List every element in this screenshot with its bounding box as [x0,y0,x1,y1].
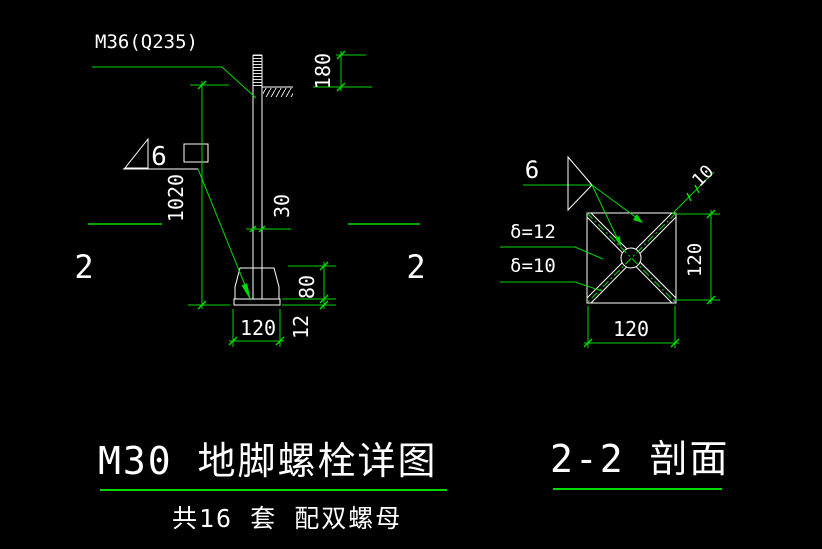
weld-size-label-right: 6 [525,156,539,184]
delta12-leader [500,246,604,260]
titles: M30 地脚螺栓详图 共16 套 配双螺母 2-2 剖面 [98,437,730,533]
dim-30: 30 [246,194,294,233]
dim-120-left: 120 [228,309,285,347]
dim-section-width-value: 120 [613,317,649,341]
delta10-leader [500,281,603,292]
weld-arrow-icon-2 [633,214,643,223]
weld-size-label: 6 [151,142,167,172]
anchor-block [234,267,280,300]
section-plate-outline [586,212,677,304]
dim-10-diagonal: 10 [671,161,718,215]
bolt-shaft [252,54,263,299]
dim-1020: 1020 [164,80,230,310]
left-detail-title: M30 地脚螺栓详图 [98,439,438,483]
bolt-label-group: M36(Q235) [92,31,257,99]
bolt-label: M36(Q235) [95,31,198,53]
weld-symbol-right: 6 [523,155,643,247]
weld-leader-arrows [591,184,643,247]
section-title: 2-2 剖面 [550,437,730,481]
weld-flag-icon [567,155,593,212]
dim-projection-value: 180 [311,53,335,89]
anchor-base [233,267,281,306]
weld-arrow-icon-1 [615,236,621,247]
dim-diameter-value: 30 [270,194,294,218]
section-marker-right: 2 [406,248,425,286]
dim-80: 80 [282,261,336,304]
anchor-plate [233,298,281,306]
dim-120-right: 120 [673,209,720,305]
section-marker-left: 2 [74,248,93,286]
weld-symbol-left: 6 [123,137,251,301]
bolt-label-leader [92,66,257,99]
plate-thickness-label: δ=12 [510,221,556,243]
ground-hatch [263,88,293,97]
dim-embed-value: 1020 [164,174,188,222]
dim-rib-width-value: 10 [688,161,718,191]
section-2-2-view: 6 δ=12 δ=10 10 [500,155,720,348]
weld-leader [197,168,250,296]
rib-thickness-label: δ=10 [510,255,556,277]
dim-plate-width-value: 120 [240,316,276,340]
dim-section-height-value: 120 [684,243,706,277]
section-cut-right: 2 [348,223,426,286]
rib-thickness-callout: δ=10 [500,255,603,292]
weld-leader-arrow-icon [241,283,251,301]
left-detail-subtitle: 共16 套 配双螺母 [172,504,402,533]
dim-120-bottom: 120 [583,306,680,348]
dim-block-height-value: 80 [295,275,319,299]
weld-box [183,143,209,163]
ground-line [262,86,293,97]
dim-12: 12 [282,299,336,339]
dim-180: 180 [311,50,372,92]
plate-thickness-callout: δ=12 [500,221,604,260]
thread-hatch [253,55,262,87]
weld-triangle-icon [123,137,149,169]
section-cut-left: 2 [74,223,162,286]
dim-plate-thickness-value: 12 [289,315,313,339]
rib-centerlines [586,212,677,304]
anchor-bolt-elevation: M36(Q235) 6 180 1020 [74,31,426,347]
